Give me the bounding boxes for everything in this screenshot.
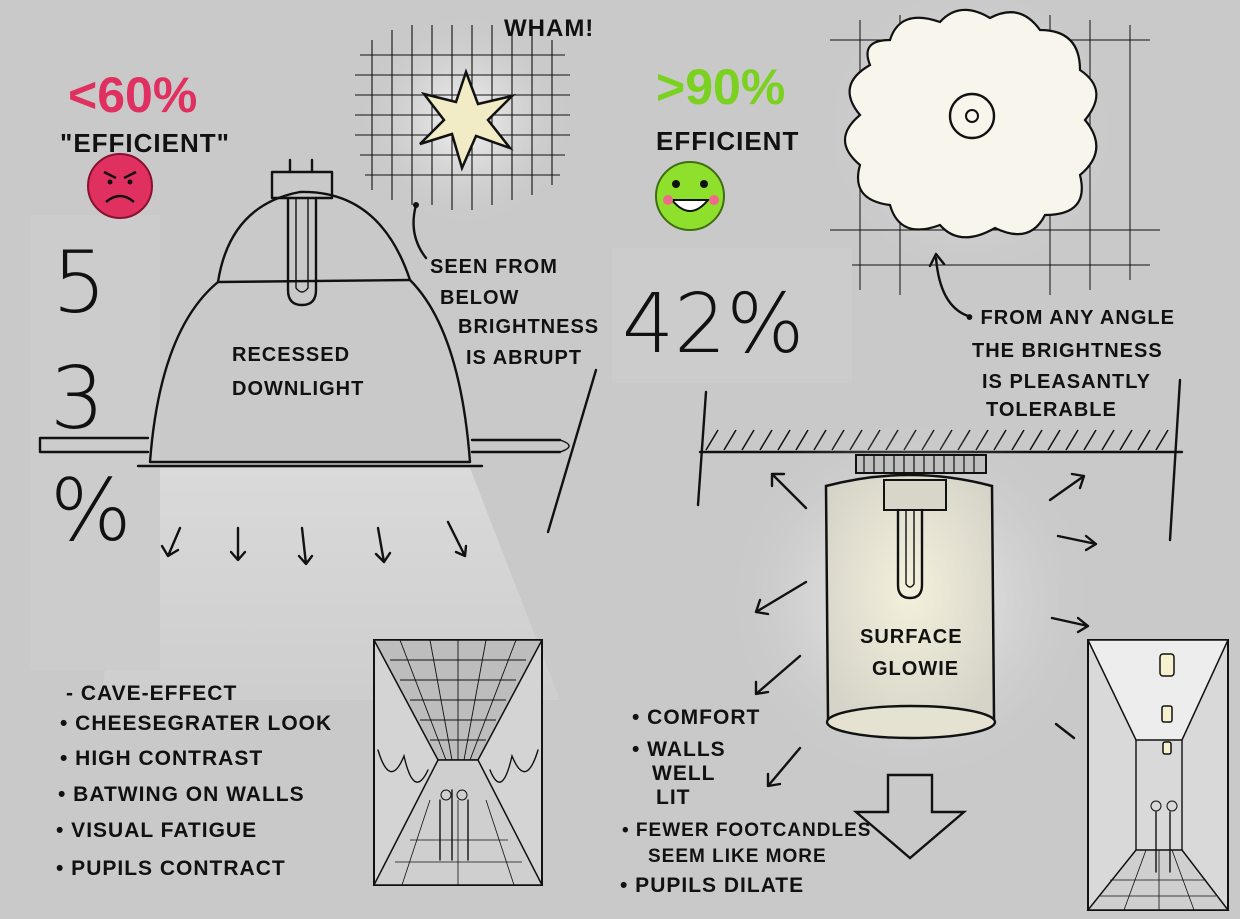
right-bullet-1: • COMFORT	[632, 706, 760, 729]
right-bullet-7: • PUPILS DILATE	[620, 874, 804, 897]
right-bullet-2: • WALLS	[632, 738, 726, 761]
angry-face-icon	[88, 154, 152, 218]
corridor-sketch-harsh	[374, 640, 542, 885]
left-bullet-5: • VISUAL FATIGUE	[56, 819, 257, 842]
downlight-label-line-1: RECESSED	[232, 344, 350, 366]
right-bullet-3: WELL	[652, 762, 715, 785]
glowie-label-line-2: GLOWIE	[872, 658, 959, 680]
right-bullet-4: LIT	[656, 786, 691, 809]
glowie-label-line-1: SURFACE	[860, 626, 963, 648]
overlay-left-digit-3: %	[50, 461, 132, 561]
left-bullet-3: • HIGH CONTRAST	[60, 747, 263, 770]
left-bullet-2: • CHEESEGRATER LOOK	[60, 712, 332, 735]
soft-light-cloud	[845, 10, 1096, 237]
corridor-sketch-soft	[1088, 640, 1228, 910]
surface-glowie-drawing	[826, 455, 995, 738]
right-bullet-6: SEEM LIKE MORE	[648, 846, 827, 867]
left-bullet-6: • PUPILS CONTRACT	[56, 857, 286, 880]
left-callout-line-3: BRIGHTNESS	[458, 316, 599, 338]
right-callout-line-2: THE BRIGHTNESS	[972, 340, 1163, 362]
right-percent-label: >90%	[656, 59, 785, 115]
right-efficiency-label: EFFICIENT	[656, 126, 799, 156]
left-callout-line-2: BELOW	[440, 287, 519, 309]
left-bullet-4: • BATWING ON WALLS	[58, 783, 305, 806]
overlay-left-digit-1: 5	[52, 233, 107, 333]
left-efficiency-label: "EFFICIENT"	[60, 128, 230, 158]
right-callout-line-3: IS PLEASANTLY	[982, 371, 1151, 393]
overlay-center-value: 42%	[622, 277, 804, 372]
left-callout-line-1: SEEN FROM	[430, 256, 558, 278]
happy-face-icon	[656, 162, 724, 230]
downlight-label-line-2: DOWNLIGHT	[232, 378, 364, 400]
left-percent-label: <60%	[68, 67, 197, 123]
left-callout-line-4: IS ABRUPT	[466, 347, 582, 369]
wham-label: WHAM!	[504, 15, 594, 42]
overlay-left-digit-2: 3	[50, 349, 105, 449]
right-bullet-5: • FEWER FOOTCANDLES	[622, 820, 871, 841]
left-bullet-1: - CAVE-EFFECT	[66, 682, 237, 705]
right-callout-line-1: • FROM ANY ANGLE	[966, 307, 1175, 329]
right-callout-line-4: TOLERABLE	[986, 399, 1117, 421]
